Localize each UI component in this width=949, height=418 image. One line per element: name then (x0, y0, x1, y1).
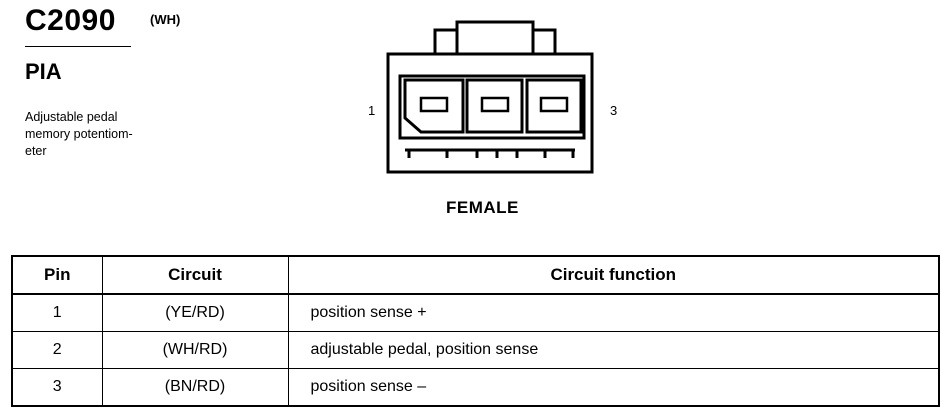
terminal-cavity-3 (525, 78, 583, 134)
connector-body (386, 52, 594, 174)
table-row: 3 (BN/RD) position sense – (11, 368, 940, 407)
connector-face-diagram (386, 20, 594, 174)
connector-id: C2090 (25, 4, 116, 37)
cell-function: adjustable pedal, position sense (287, 331, 940, 369)
cell-pin: 1 (11, 293, 103, 332)
cell-circuit: (YE/RD) (101, 293, 289, 332)
terminal-slot-3 (539, 96, 569, 113)
description-line-1: Adjustable pedal (25, 110, 118, 124)
table-row: 2 (WH/RD) adjustable pedal, position sen… (11, 331, 940, 369)
table-row: 1 (YE/RD) position sense + (11, 293, 940, 332)
cell-function: position sense + (287, 293, 940, 332)
pin-label-left: 1 (368, 103, 376, 118)
cell-pin: 3 (11, 368, 103, 407)
connector-latch (433, 20, 557, 54)
description-line-3: eter (25, 144, 47, 158)
header-circuit-function: Circuit function (287, 255, 940, 295)
terminal-cavity-1 (403, 78, 465, 134)
terminal-slot-2 (480, 96, 510, 113)
component-name: PIA (25, 59, 62, 84)
connector-bottom-ribs (405, 148, 575, 158)
pinout-table: Pin Circuit Circuit function 1 (YE/RD) p… (11, 255, 940, 407)
connector-latch-inner (455, 30, 535, 54)
pin-label-right: 3 (610, 103, 618, 118)
table-header-row: Pin Circuit Circuit function (11, 255, 940, 295)
connector-view-label: FEMALE (446, 198, 519, 217)
cell-circuit: (BN/RD) (101, 368, 289, 407)
connector-cavity-frame (398, 74, 586, 140)
cell-pin: 2 (11, 331, 103, 369)
header-pin: Pin (11, 255, 103, 295)
terminal-slot-1 (419, 96, 449, 113)
title-underline (25, 46, 131, 47)
connector-color-code: (WH) (150, 12, 181, 27)
cell-circuit: (WH/RD) (101, 331, 289, 369)
terminal-cavity-2 (465, 78, 524, 134)
description-line-2: memory potentiom- (25, 127, 133, 141)
cell-function: position sense – (287, 368, 940, 407)
header-circuit: Circuit (101, 255, 289, 295)
component-description: Adjustable pedal memory potentiom- eter (25, 109, 215, 160)
